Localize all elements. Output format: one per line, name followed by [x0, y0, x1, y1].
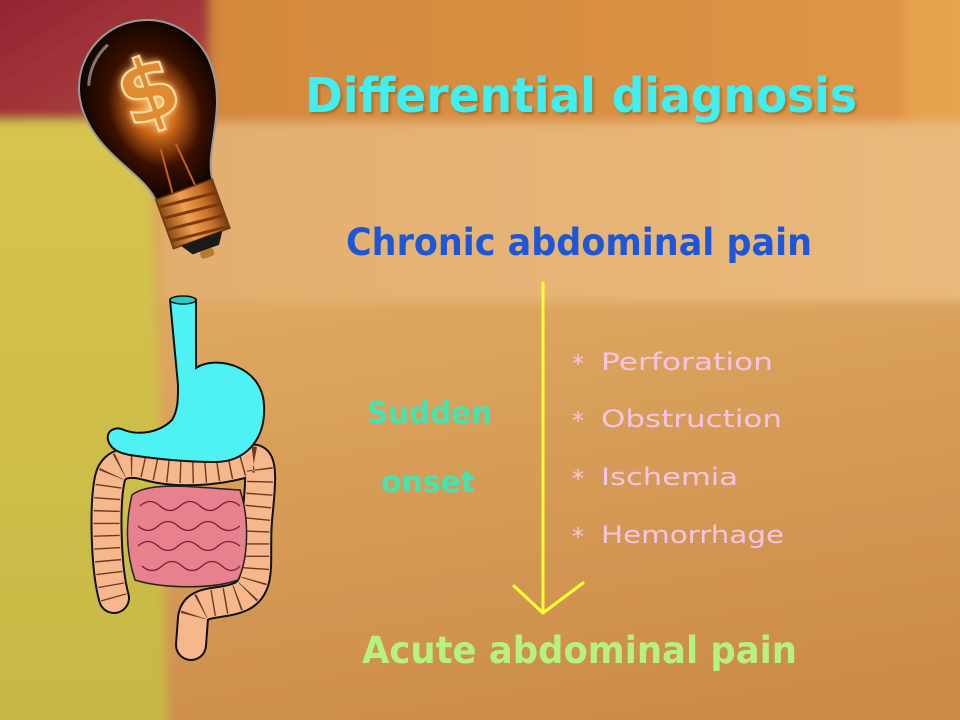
sudden-onset-label: Sudden onset	[367, 396, 492, 500]
cause-bullet: *	[572, 465, 584, 493]
background-top-right-patch	[905, 0, 960, 122]
bulb-screw-base	[154, 178, 231, 250]
cause-bullet: *	[572, 407, 584, 435]
sudden-onset-line1: Sudden	[367, 396, 492, 431]
cause-item: * Ischemia	[572, 463, 738, 493]
cause-bullet: *	[572, 523, 584, 551]
acute-pain-label: Acute abdominal pain	[362, 629, 797, 672]
arrow-head	[512, 581, 585, 615]
cause-label: Hemorrhage	[601, 521, 784, 549]
cause-item: * Perforation	[572, 348, 773, 378]
background-middle-block	[160, 122, 960, 304]
progression-arrow	[512, 281, 585, 615]
bulb-contact-tip	[200, 248, 215, 259]
esophagus-stomach	[106, 296, 266, 464]
lightbulb-illustration: $	[78, 19, 231, 259]
bulb-insulator	[181, 230, 223, 255]
cause-item: * Hemorrhage	[572, 521, 784, 551]
large-intestine	[90, 443, 277, 661]
background-lower-block	[160, 302, 960, 720]
cause-list: * Perforation * Obstruction * Ischemia *…	[572, 348, 784, 551]
esophagus-opening	[169, 295, 197, 305]
cause-bullet: *	[572, 350, 584, 378]
bulb-highlight	[87, 43, 109, 86]
cause-label: Obstruction	[601, 405, 782, 433]
cause-label: Ischemia	[601, 463, 738, 491]
cause-item: * Obstruction	[572, 405, 782, 435]
bulb-filament	[159, 143, 197, 194]
small-intestine	[126, 485, 248, 588]
slide-title: Differential diagnosis	[305, 68, 857, 124]
sudden-onset-line2: onset	[381, 465, 475, 500]
background-left-band	[0, 120, 168, 720]
chronic-pain-label: Chronic abdominal pain	[346, 221, 812, 264]
cause-label: Perforation	[601, 348, 773, 376]
digestive-system-illustration	[90, 295, 277, 661]
